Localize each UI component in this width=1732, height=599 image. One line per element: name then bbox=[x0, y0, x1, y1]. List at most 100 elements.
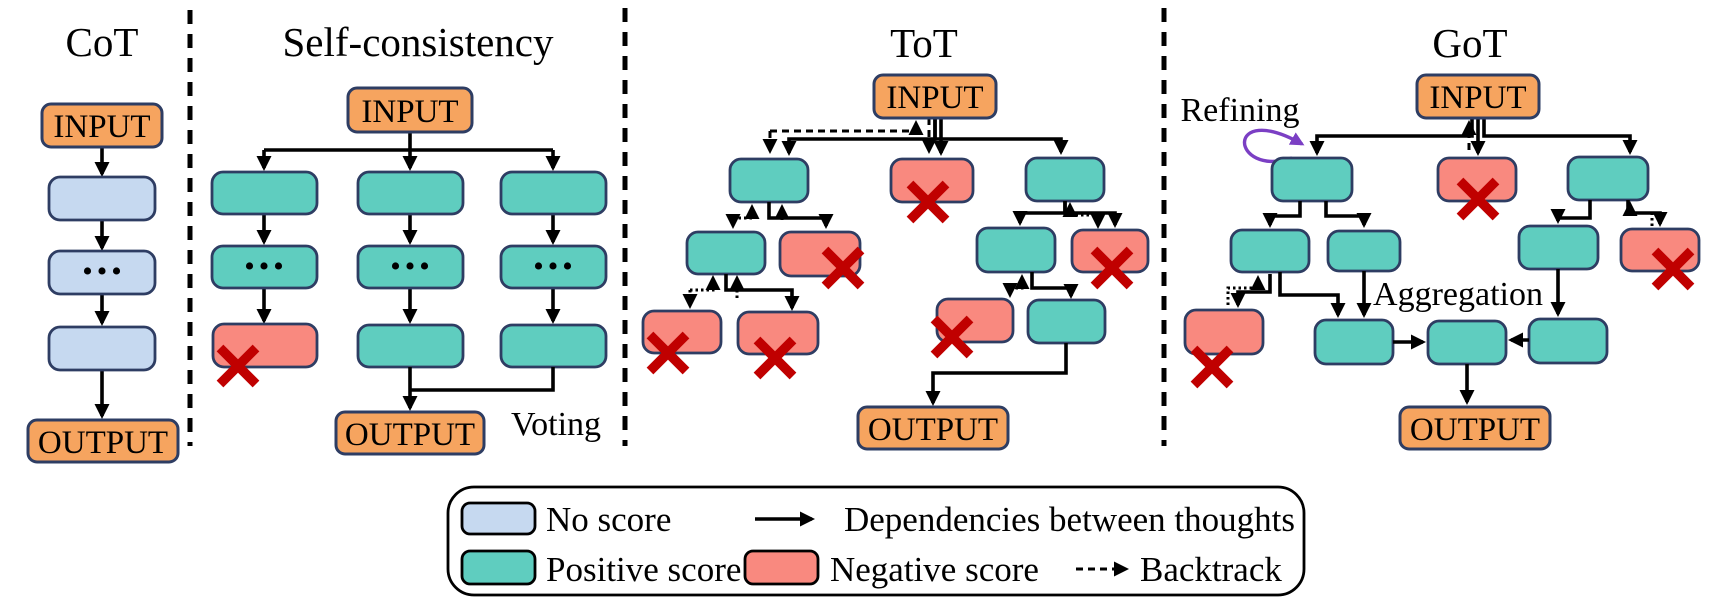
voting-annotation: Voting bbox=[511, 406, 601, 443]
branch-connector bbox=[264, 132, 553, 152]
got-panel: GoT Refining INPUT Aggregation bbox=[1181, 20, 1701, 451]
output-label: OUTPUT bbox=[38, 425, 168, 461]
dependency-arrow bbox=[1230, 274, 1272, 308]
negative-cross-icon bbox=[646, 331, 690, 375]
thought-node-negative bbox=[736, 310, 820, 356]
backtrack-label: Backtrack bbox=[1140, 550, 1282, 589]
dependency-arrow bbox=[925, 343, 1068, 406]
negative-cross-icon bbox=[930, 315, 974, 359]
thought-node-positive bbox=[499, 323, 608, 369]
backtrack-arrow bbox=[770, 120, 924, 135]
tot-title: ToT bbox=[890, 20, 958, 66]
dependency-arrow bbox=[1324, 201, 1372, 228]
dependency-arrow bbox=[1012, 201, 1067, 226]
ellipsis-dots: ••• bbox=[390, 250, 434, 283]
thought-node-negative bbox=[211, 322, 319, 369]
dependency-arrow bbox=[1030, 272, 1079, 299]
thought-node-negative bbox=[641, 309, 723, 355]
negative-cross-icon bbox=[1190, 345, 1234, 389]
output-node bbox=[334, 410, 486, 456]
negative-cross-icon bbox=[821, 246, 865, 290]
negative-cross-icon bbox=[1090, 246, 1134, 290]
dependency-arrow bbox=[1482, 118, 1638, 155]
input-node bbox=[872, 73, 998, 120]
step-node-no-score bbox=[47, 175, 157, 222]
negative-cross-icon bbox=[1651, 247, 1695, 291]
thought-node-positive bbox=[975, 226, 1057, 274]
cot-panel: CoT INPUT ••• OUTPUT bbox=[26, 19, 180, 464]
tot-panel: ToT INPUT bbox=[641, 20, 1150, 451]
dependency-arrow bbox=[933, 118, 1069, 155]
no-score-label: No score bbox=[546, 500, 671, 539]
backtrack-arrow bbox=[733, 204, 760, 220]
negative-score-label: Negative score bbox=[830, 550, 1039, 589]
backtrack-arrow bbox=[1070, 213, 1106, 229]
negative-cross-icon bbox=[1456, 177, 1500, 221]
refining-loop-arrow bbox=[1242, 128, 1305, 164]
input-node bbox=[40, 102, 164, 149]
thought-node-positive bbox=[1024, 156, 1106, 203]
input-node bbox=[346, 86, 474, 134]
thought-node-positive bbox=[728, 157, 810, 204]
ellipsis-dots: ••• bbox=[82, 255, 126, 288]
self-consistency-title: Self-consistency bbox=[283, 19, 554, 65]
dependency-arrow bbox=[724, 274, 800, 311]
output-node bbox=[1398, 405, 1552, 451]
voting-connector bbox=[408, 367, 555, 392]
negative-cross-icon bbox=[906, 180, 950, 224]
thought-node-positive bbox=[210, 244, 319, 290]
dependencies-label: Dependencies between thoughts bbox=[844, 500, 1295, 539]
output-label: OUTPUT bbox=[1410, 412, 1540, 448]
output-label: OUTPUT bbox=[345, 417, 475, 453]
aggregation-annotation: Aggregation bbox=[1373, 276, 1543, 313]
thought-node-positive bbox=[499, 170, 608, 216]
output-node bbox=[856, 405, 1010, 451]
got-title: GoT bbox=[1432, 20, 1507, 66]
thought-node-positive bbox=[1313, 318, 1395, 366]
thought-node-positive bbox=[1566, 155, 1650, 202]
thought-node-positive bbox=[1426, 319, 1508, 366]
thought-node-positive bbox=[356, 323, 465, 369]
no-score-swatch-icon bbox=[460, 501, 537, 536]
output-label: OUTPUT bbox=[868, 412, 998, 448]
thought-node-positive bbox=[356, 244, 465, 290]
step-node-no-score bbox=[47, 325, 157, 372]
thought-node-positive bbox=[1517, 224, 1600, 271]
thought-node-positive bbox=[685, 230, 767, 276]
thought-node-positive bbox=[499, 244, 608, 290]
dependency-arrow bbox=[1626, 200, 1668, 227]
input-label: INPUT bbox=[886, 80, 983, 116]
dependency-arrow bbox=[1262, 201, 1302, 228]
step-node-no-score bbox=[47, 249, 157, 296]
backtrack-arrow bbox=[1226, 275, 1266, 305]
dependency-arrow bbox=[767, 202, 834, 229]
ellipsis-dots: ••• bbox=[244, 250, 288, 283]
positive-score-label: Positive score bbox=[546, 550, 741, 589]
input-label: INPUT bbox=[1429, 80, 1526, 116]
self-consistency-panel: Self-consistency ••• ••• ••• OUTPUT Voti… bbox=[210, 19, 608, 456]
input-label: INPUT bbox=[361, 94, 458, 130]
thought-node-positive bbox=[356, 170, 465, 216]
thought-node-positive bbox=[1229, 228, 1311, 274]
refining-annotation: Refining bbox=[1181, 92, 1300, 129]
thought-node-positive bbox=[1527, 317, 1609, 365]
negative-cross-icon bbox=[753, 336, 797, 380]
legend: No score Dependencies between thoughts P… bbox=[446, 485, 1306, 597]
dependency-arrow bbox=[1278, 272, 1346, 318]
positive-score-swatch-icon bbox=[460, 549, 537, 586]
dependency-arrow bbox=[781, 118, 937, 156]
ellipsis-dots: ••• bbox=[533, 250, 577, 283]
backtrack-arrow bbox=[1622, 201, 1654, 226]
thought-node-positive bbox=[1326, 229, 1402, 273]
dependency-arrow bbox=[1063, 201, 1123, 228]
output-node bbox=[26, 418, 180, 464]
backtrack-arrow bbox=[1010, 274, 1030, 290]
cot-title: CoT bbox=[66, 19, 139, 65]
input-label: INPUT bbox=[53, 109, 150, 145]
negative-cross-icon bbox=[216, 344, 260, 388]
thought-node-positive bbox=[210, 170, 319, 216]
input-node bbox=[1415, 73, 1541, 120]
backtrack-arrow bbox=[690, 275, 721, 292]
